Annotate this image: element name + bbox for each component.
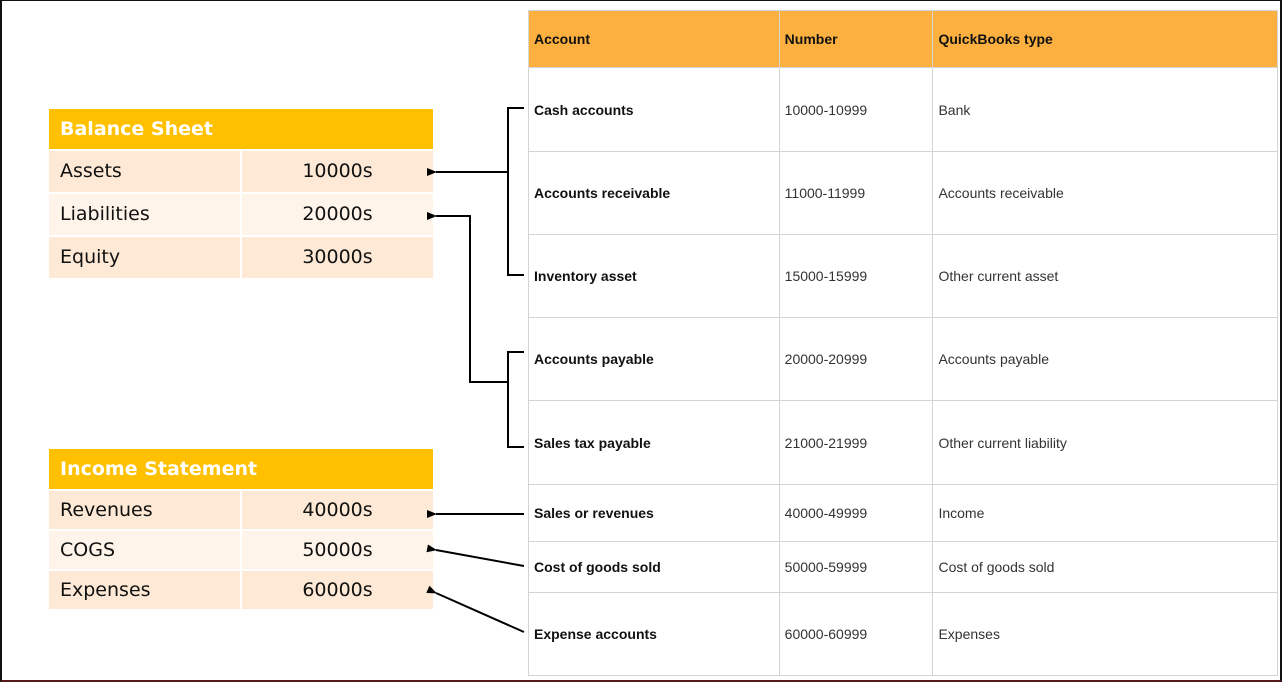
cell-number: 10000-10999 (778, 67, 934, 152)
table-row: Cost of goods sold 50000-59999 Cost of g… (528, 541, 1278, 593)
balance-row-equity: Equity 30000s (49, 237, 433, 278)
table-row: Sales tax payable 21000-21999 Other curr… (528, 400, 1278, 485)
cell-number: 60000-60999 (778, 592, 934, 676)
row-label: COGS (49, 531, 240, 569)
cell-account: Sales tax payable (528, 400, 780, 485)
table-row: Inventory asset 15000-15999 Other curren… (528, 234, 1278, 318)
cell-number: 40000-49999 (778, 484, 934, 542)
row-value: 40000s (242, 491, 433, 529)
cell-type: Accounts receivable (932, 151, 1278, 235)
row-label: Liabilities (49, 194, 240, 235)
income-row-revenues: Revenues 40000s (49, 491, 433, 529)
income-row-expenses: Expenses 60000s (49, 571, 433, 609)
row-value: 30000s (242, 237, 433, 278)
row-value: 20000s (242, 194, 433, 235)
row-label: Equity (49, 237, 240, 278)
income-statement-table: Income Statement Revenues 40000s COGS 50… (49, 449, 433, 609)
cell-number: 50000-59999 (778, 541, 934, 593)
cell-type: Income (932, 484, 1278, 542)
cell-account: Accounts receivable (528, 151, 780, 235)
table-row: Accounts payable 20000-20999 Accounts pa… (528, 317, 1278, 401)
cell-type: Accounts payable (932, 317, 1278, 401)
cell-type: Other current liability (932, 400, 1278, 485)
income-statement-title: Income Statement (49, 449, 433, 489)
cell-type: Other current asset (932, 234, 1278, 318)
row-label: Revenues (49, 491, 240, 529)
table-row: Expense accounts 60000-60999 Expenses (528, 592, 1278, 676)
chart-of-accounts-table: Account Number QuickBooks type Cash acco… (528, 10, 1278, 676)
header-type: QuickBooks type (932, 10, 1278, 68)
cell-account: Cost of goods sold (528, 541, 780, 593)
row-value: 10000s (242, 151, 433, 192)
cell-account: Inventory asset (528, 234, 780, 318)
table-row: Cash accounts 10000-10999 Bank (528, 67, 1278, 152)
cell-type: Bank (932, 67, 1278, 152)
balance-sheet-table: Balance Sheet Assets 10000s Liabilities … (49, 109, 433, 278)
table-row: Sales or revenues 40000-49999 Income (528, 484, 1278, 542)
cell-account: Accounts payable (528, 317, 780, 401)
cell-type: Cost of goods sold (932, 541, 1278, 593)
row-label: Expenses (49, 571, 240, 609)
cell-number: 11000-11999 (778, 151, 934, 235)
cell-account: Cash accounts (528, 67, 780, 152)
table-row: Accounts receivable 11000-11999 Accounts… (528, 151, 1278, 235)
row-value: 50000s (242, 531, 433, 569)
balance-row-assets: Assets 10000s (49, 151, 433, 192)
cell-type: Expenses (932, 592, 1278, 676)
balance-sheet-title: Balance Sheet (49, 109, 433, 149)
header-account: Account (528, 10, 780, 68)
row-value: 60000s (242, 571, 433, 609)
cell-account: Expense accounts (528, 592, 780, 676)
cell-number: 20000-20999 (778, 317, 934, 401)
header-number: Number (778, 10, 934, 68)
table-header-row: Account Number QuickBooks type (528, 10, 1278, 68)
cell-number: 15000-15999 (778, 234, 934, 318)
balance-row-liabilities: Liabilities 20000s (49, 194, 433, 235)
income-row-cogs: COGS 50000s (49, 531, 433, 569)
cell-number: 21000-21999 (778, 400, 934, 485)
row-label: Assets (49, 151, 240, 192)
cell-account: Sales or revenues (528, 484, 780, 542)
